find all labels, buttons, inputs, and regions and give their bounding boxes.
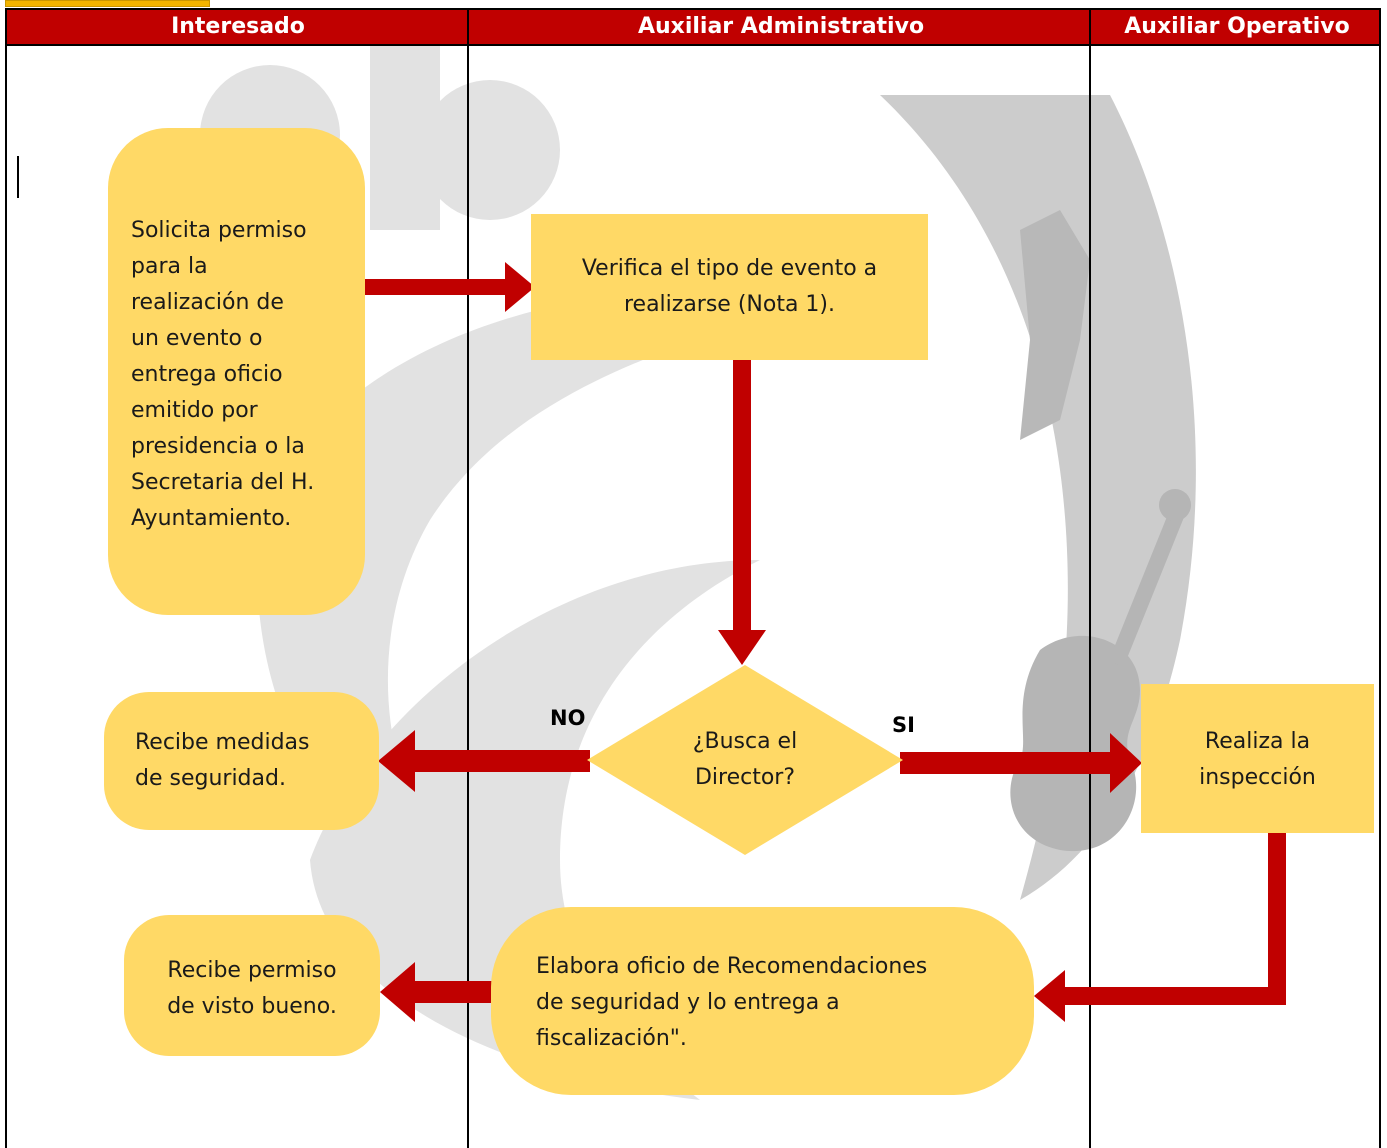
lane-title-auxiliar-administrativo: Auxiliar Administrativo	[637, 14, 925, 39]
swimlane-header: Interesado Auxiliar Administrativo Auxil…	[5, 8, 1381, 46]
swirl-icon	[257, 289, 820, 900]
header-tab-marker	[5, 0, 210, 7]
node-verifica-evento: Verifica el tipo de evento a realizarse …	[531, 214, 928, 360]
node-elabora-oficio: Elabora oficio de Recomendaciones de seg…	[491, 907, 1034, 1095]
node-realiza-inspeccion: Realiza la inspección	[1141, 684, 1374, 833]
figure-icon	[1020, 210, 1090, 440]
lane-divider-2	[1089, 8, 1091, 1148]
cactus-icon	[370, 40, 475, 230]
text-cursor	[17, 156, 19, 198]
arrow-verifica-to-decision	[718, 358, 766, 665]
node-recibe-permiso: Recibe permiso de visto bueno.	[124, 915, 380, 1056]
decision-shape	[587, 665, 903, 855]
lane-divider-1	[467, 8, 469, 1148]
arrow-solicita-to-verifica	[362, 262, 535, 312]
node-recibe-medidas: Recibe medidas de seguridad.	[104, 692, 379, 830]
branch-label-si: SI	[892, 713, 915, 737]
node-decision-busca-director: ¿Busca el Director?	[692, 729, 798, 790]
violin-icon	[1010, 489, 1191, 852]
arrow-decision-to-realiza	[900, 733, 1142, 793]
arrow-realiza-to-elabora	[1034, 833, 1286, 1022]
node-solicita-permiso: Solicita permiso para la realización de …	[108, 128, 365, 615]
lane-title-auxiliar-operativo: Auxiliar Operativo	[1124, 14, 1350, 39]
arrow-elabora-to-recibe-permiso	[380, 962, 495, 1022]
branch-label-no: NO	[550, 706, 586, 730]
swimlane-frame	[5, 44, 1381, 1148]
lane-title-interesado: Interesado	[171, 14, 305, 39]
arrow-decision-to-recibe-medidas	[378, 730, 590, 792]
